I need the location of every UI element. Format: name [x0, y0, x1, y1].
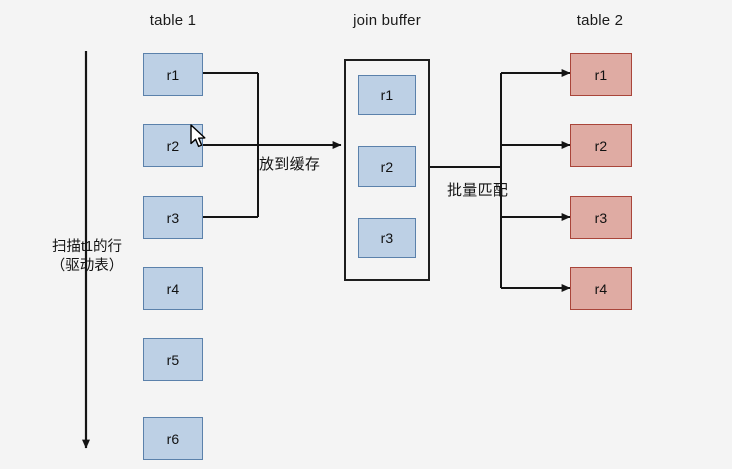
- table1-row-r5[interactable]: r5: [143, 338, 203, 381]
- table1-row-r6-label: r6: [166, 430, 180, 447]
- table2-row-r4-label: r4: [594, 280, 608, 297]
- table1-row-r1[interactable]: r1: [143, 53, 203, 96]
- table1-row-r6[interactable]: r6: [143, 417, 203, 460]
- join-buffer-frame: [344, 59, 430, 281]
- join-buffer-row-r1[interactable]: r1: [358, 75, 416, 115]
- table1-row-r1-label: r1: [166, 66, 180, 83]
- table1-row-r3-label: r3: [166, 209, 180, 226]
- table1-row-r2-label: r2: [166, 137, 180, 154]
- put-to-buffer-label: 放到缓存: [259, 156, 321, 173]
- table1-row-r2[interactable]: r2: [143, 124, 203, 167]
- join-buffer-row-r3[interactable]: r3: [358, 218, 416, 258]
- table1-to-buffer-connector: [203, 72, 342, 218]
- join-buffer-row-r1-label: r1: [380, 87, 394, 103]
- table1-title: table 1: [149, 12, 197, 29]
- join-buffer-row-r2-label: r2: [380, 158, 394, 175]
- table2-row-r1[interactable]: r1: [570, 53, 632, 96]
- join-buffer-row-r3-label: r3: [380, 230, 394, 246]
- table1-row-r4[interactable]: r4: [143, 267, 203, 310]
- table2-row-r3[interactable]: r3: [570, 196, 632, 239]
- table2-row-r1-label: r1: [594, 66, 608, 83]
- table2-row-r2-label: r2: [594, 137, 608, 154]
- join-buffer-title: join buffer: [353, 12, 421, 29]
- table2-row-r2[interactable]: r2: [570, 124, 632, 167]
- table1-row-r5-label: r5: [166, 351, 180, 368]
- scan-label-line-2: （驱动表）: [50, 258, 124, 275]
- table2-row-r4[interactable]: r4: [570, 267, 632, 310]
- join-buffer-row-r2[interactable]: r2: [358, 146, 416, 187]
- table1-row-r3[interactable]: r3: [143, 196, 203, 239]
- table2-title: table 2: [576, 12, 624, 29]
- scan-direction-label: 扫描t1的行 （驱动表）: [32, 238, 142, 276]
- table2-row-r3-label: r3: [594, 209, 608, 226]
- batch-match-label: 批量匹配: [447, 182, 509, 199]
- table1-row-r4-label: r4: [166, 280, 180, 297]
- buffer-to-table2-connector: [430, 69, 571, 292]
- scan-label-line-1: 扫描t1的行: [51, 239, 123, 255]
